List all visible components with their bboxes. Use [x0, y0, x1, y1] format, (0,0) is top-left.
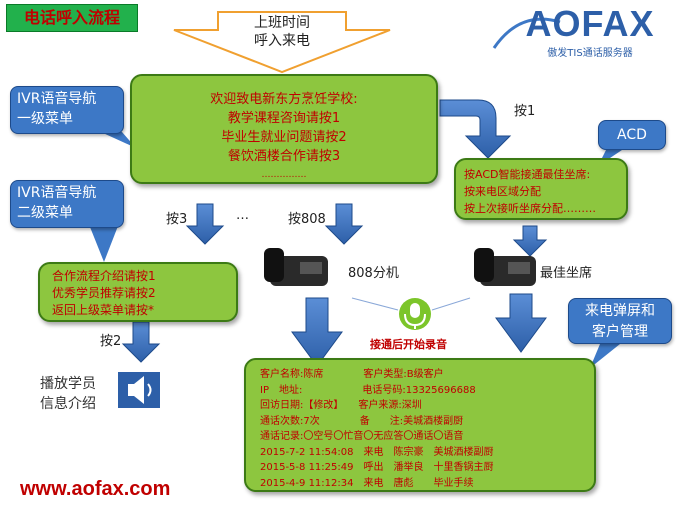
ivr2-line: 返回上级菜单请按*: [52, 303, 155, 317]
ellipsis-label: …: [236, 208, 249, 223]
start-line2: 呼入来电: [254, 33, 310, 49]
phone-best-seat-icon: [474, 248, 536, 286]
crm-row: 2015-4-9 11:12:34 来电 唐彪 毕业手续: [260, 477, 474, 489]
ivr2-callout: IVR语音导航 二级菜单: [10, 180, 124, 228]
crm-callout-line2: 客户管理: [592, 324, 648, 340]
logo-swoosh-icon: [492, 17, 561, 49]
ext808-label: 808分机: [348, 266, 399, 281]
ivr1-menu: 欢迎致电新东方烹饪学校: 教学课程咨询请按1 毕业生就业问题请按2 餐饮酒楼合作…: [130, 74, 438, 184]
start-arrow: [173, 11, 391, 74]
logo-tagline: 傲发TIS通话服务器: [547, 48, 633, 59]
acd-line: 按来电区域分配: [464, 185, 541, 198]
ivr2-line: 合作流程介绍请按1: [52, 269, 156, 283]
best-seat-label: 最佳坐席: [540, 266, 593, 281]
acd-box: 按ACD智能接通最佳坐席: 按来电区域分配 按上次接听坐席分配………: [454, 158, 628, 220]
arrow-seat-to-crm: [495, 293, 547, 353]
website-link[interactable]: www.aofax.com: [20, 478, 171, 500]
press808-label: 按808: [288, 212, 326, 227]
acd-line: 按ACD智能接通最佳坐席:: [464, 168, 591, 181]
crm-row: 2015-7-2 11:54:08 来电 陈宗豪 美城酒楼副厨: [260, 446, 494, 458]
ivr1-line: ……………: [261, 170, 307, 180]
crm-panel: 客户名称:陈席 客户类型:B级客户 IP 地址: 电话号码:1332569668…: [244, 358, 596, 492]
crm-row: 通话次数:7次 备 注:美城酒楼副厨: [260, 415, 464, 427]
crm-row: 客户名称:陈席 客户类型:B级客户: [260, 369, 444, 380]
logo-text: AOFAX: [525, 3, 655, 44]
speaker-icon: [118, 372, 160, 408]
crm-callout: 来电弹屏和 客户管理: [568, 298, 672, 344]
start-label: 上班时间 呼入来电: [210, 14, 354, 50]
ivr1-line: 教学课程咨询请按1: [227, 111, 341, 126]
page-title: 电话呼入流程: [6, 4, 138, 32]
crm-row: 2015-5-8 11:25:49 呼出 潘举良 十里香锅主厨: [260, 462, 494, 473]
crm-row: 通话记录:〇空号〇忙音〇无应答〇通话〇语音: [260, 431, 464, 442]
arrow-press3: [185, 203, 225, 245]
phone-808-icon: [264, 248, 328, 286]
ivr2-menu: 合作流程介绍请按1 优秀学员推荐请按2 返回上级菜单请按*: [38, 262, 238, 322]
arrow-press808: [324, 203, 364, 245]
ivr1-line: 毕业生就业问题请按2: [221, 130, 347, 145]
press3-label: 按3: [166, 212, 188, 227]
press1-label: 按1: [514, 104, 536, 119]
brand-logo: AOFAX 傲发TIS通话服务器: [500, 3, 680, 60]
play-line2: 信息介绍: [40, 396, 96, 412]
acd-line: 按上次接听坐席分配………: [464, 202, 596, 215]
play-info-label: 播放学员 信息介绍: [40, 374, 96, 414]
arrow-to-acd: [439, 99, 512, 159]
ivr1-callout: IVR语音导航 一级菜单: [10, 86, 124, 134]
recording-label: 接通后开始录音: [370, 338, 447, 351]
microphone-icon: [399, 298, 431, 330]
crm-callout-line1: 来电弹屏和: [585, 303, 655, 319]
play-line1: 播放学员: [40, 376, 96, 392]
ivr1-callout-line1: IVR语音导航: [17, 91, 97, 107]
crm-row: IP 地址: 电话号码:13325696688: [260, 384, 476, 396]
ivr1-line: 餐饮酒楼合作请按3: [227, 149, 341, 164]
ivr2-callout-line1: IVR语音导航: [17, 185, 97, 201]
press2-label: 按2: [100, 334, 122, 349]
ivr1-callout-line2: 一级菜单: [17, 111, 73, 127]
ivr2-line: 优秀学员推荐请按2: [52, 286, 156, 300]
ivr2-callout-line2: 二级菜单: [17, 205, 73, 221]
crm-row: 回访日期:【修改】 客户来源:深圳: [260, 400, 422, 411]
start-line1: 上班时间: [254, 15, 310, 31]
ivr1-line: 欢迎致电新东方烹饪学校:: [210, 92, 358, 107]
arrow-808-to-crm: [291, 297, 343, 367]
acd-callout: ACD: [598, 120, 666, 150]
arrow-press2: [121, 321, 161, 363]
arrow-acd-down: [512, 225, 548, 257]
